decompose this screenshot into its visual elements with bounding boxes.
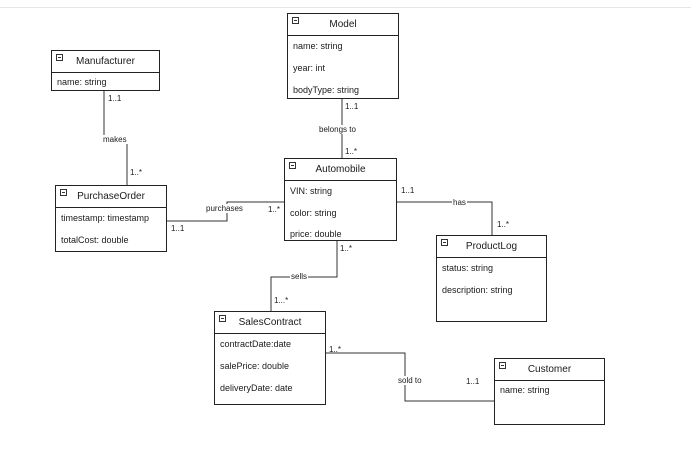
class-purchase-order[interactable]: PurchaseOrder timestamp: timestamp total… — [55, 185, 167, 252]
attribute: description: string — [442, 285, 513, 295]
collapse-icon[interactable] — [499, 362, 506, 369]
collapse-icon[interactable] — [292, 17, 299, 24]
top-divider — [0, 7, 691, 8]
attribute: price: double — [290, 229, 342, 239]
attribute: name: string — [57, 77, 107, 87]
collapse-icon[interactable] — [219, 315, 226, 322]
class-sales-contract[interactable]: SalesContract contractDate:date salePric… — [214, 311, 326, 405]
multiplicity-label: 1..1 — [401, 186, 415, 195]
class-product-log[interactable]: ProductLog status: string description: s… — [436, 235, 547, 322]
class-manufacturer[interactable]: Manufacturer name: string — [51, 50, 160, 91]
attribute: totalCost: double — [61, 235, 129, 245]
class-header: Automobile — [285, 159, 396, 181]
class-name: Model — [329, 19, 357, 30]
association-label-sold-to: sold to — [397, 376, 423, 385]
attribute: contractDate:date — [220, 339, 292, 349]
attribute: name: string — [500, 385, 550, 395]
multiplicity-label: 1..* — [329, 345, 342, 354]
association-label-sells: sells — [290, 272, 309, 281]
multiplicity-label: 1..* — [130, 168, 143, 177]
collapse-icon[interactable] — [441, 239, 448, 246]
multiplicity-label: 1..* — [340, 244, 353, 253]
class-header: Manufacturer — [52, 51, 159, 73]
attribute: bodyType: string — [293, 85, 360, 95]
class-name: ProductLog — [465, 241, 518, 252]
has-line — [397, 201, 493, 236]
class-customer[interactable]: Customer name: string — [494, 358, 605, 425]
class-header: SalesContract — [215, 312, 325, 334]
class-model[interactable]: Model name: string year: int bodyType: s… — [287, 13, 399, 99]
attribute: timestamp: timestamp — [61, 213, 150, 223]
class-name: Customer — [527, 364, 572, 375]
multiplicity-label: 1..* — [345, 147, 358, 156]
multiplicity-label: 1...* — [274, 296, 289, 305]
attribute: deliveryDate: date — [220, 383, 293, 393]
class-header: Customer — [495, 359, 604, 381]
association-label-purchases: purchases — [205, 204, 244, 213]
class-name: PurchaseOrder — [77, 191, 145, 202]
attribute: status: string — [442, 263, 494, 273]
multiplicity-label: 1..1 — [466, 377, 480, 386]
class-name: Automobile — [315, 164, 366, 175]
collapse-icon[interactable] — [60, 189, 67, 196]
attribute: VIN: string — [290, 186, 333, 196]
collapse-icon[interactable] — [56, 54, 63, 61]
attribute: color: string — [290, 208, 337, 218]
multiplicity-label: 1..* — [268, 205, 281, 214]
class-name: Manufacturer — [76, 56, 135, 67]
multiplicity-label: 1..1 — [108, 94, 122, 103]
collapse-icon[interactable] — [289, 162, 296, 169]
class-header: ProductLog — [437, 236, 546, 258]
class-name: SalesContract — [238, 317, 302, 328]
multiplicity-label: 1..* — [497, 220, 510, 229]
class-automobile[interactable]: Automobile VIN: string color: string pri… — [284, 158, 397, 241]
attribute: name: string — [293, 41, 343, 51]
multiplicity-label: 1..1 — [345, 102, 359, 111]
association-label-belongs-to: belongs to — [318, 125, 357, 134]
class-header: Model — [288, 14, 398, 36]
attribute: salePrice: double — [220, 361, 290, 371]
class-header: PurchaseOrder — [56, 186, 166, 208]
attribute: year: int — [293, 63, 326, 73]
multiplicity-label: 1..1 — [171, 224, 185, 233]
association-label-has: has — [452, 198, 467, 207]
association-label-makes: makes — [102, 135, 128, 144]
